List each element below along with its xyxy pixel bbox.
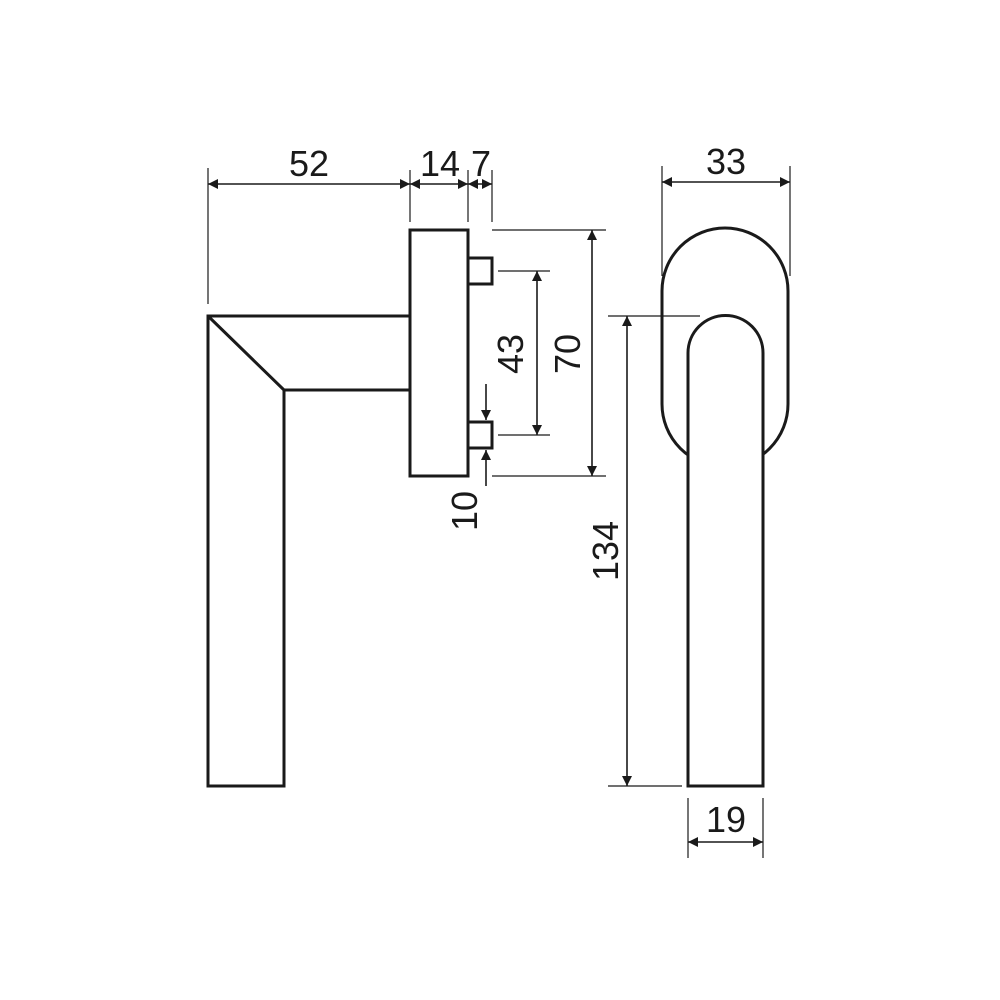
label-screw-offset: 10	[444, 491, 485, 531]
dimension-lines	[208, 177, 790, 847]
dimension-labels: 52 14 7 33 43 70 10 134 19	[289, 141, 746, 840]
front-grip-outline	[686, 314, 765, 788]
lower-screw-boss	[466, 420, 494, 450]
label-rose-height: 70	[547, 334, 588, 374]
label-grip-width: 19	[706, 799, 746, 840]
label-rose-width: 33	[706, 141, 746, 182]
label-lever-projection: 52	[289, 143, 329, 184]
front-view	[660, 226, 790, 788]
label-spindle-offset: 7	[471, 143, 491, 184]
rose-plate	[408, 228, 470, 478]
label-screw-spacing: 43	[490, 334, 531, 374]
label-rose-thickness: 14	[420, 143, 460, 184]
lever-bevel-line	[206, 314, 286, 392]
label-handle-length: 134	[585, 521, 626, 581]
upper-screw-boss	[466, 256, 494, 286]
side-view	[206, 228, 494, 788]
lever-arm-outline	[206, 314, 412, 788]
extension-lines	[207, 166, 791, 858]
